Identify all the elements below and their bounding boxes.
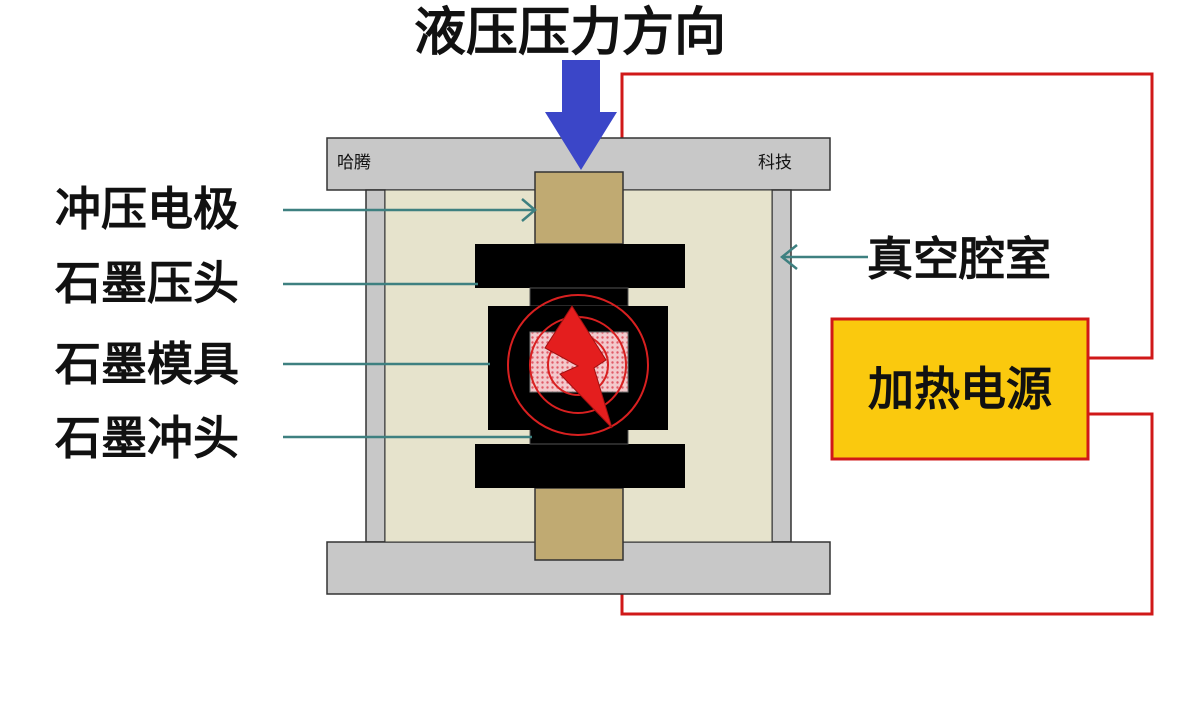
- down-arrow-icon: [545, 60, 617, 170]
- frame-label-right: 科技: [758, 153, 792, 173]
- top-punch-electrode: [534, 171, 624, 245]
- frame-right-column: [771, 189, 792, 543]
- frame-left-column: [365, 189, 386, 543]
- leader-lines: [283, 198, 868, 439]
- label-heating-power: 加热电源: [868, 362, 1052, 416]
- bottom-punch-electrode: [534, 487, 624, 561]
- power-circuit: [620, 72, 1154, 616]
- label-vacuum-chamber: 真空腔室: [867, 232, 1051, 286]
- title-text: 液压压力方向: [414, 2, 726, 63]
- label-punch-electrode: 冲压电极: [55, 182, 239, 236]
- heating-power-box: [830, 317, 1090, 461]
- bottom-graphite-press-head: [475, 444, 685, 488]
- label-graphite-punch: 石墨冲头: [55, 411, 239, 465]
- lightning-icon: [544, 305, 613, 429]
- label-graphite-mold: 石墨模具: [55, 337, 239, 391]
- frame-label-left: 哈腾: [337, 153, 371, 173]
- label-graphite-press-head: 石墨压头: [55, 256, 239, 310]
- top-graphite-press-head: [475, 244, 685, 288]
